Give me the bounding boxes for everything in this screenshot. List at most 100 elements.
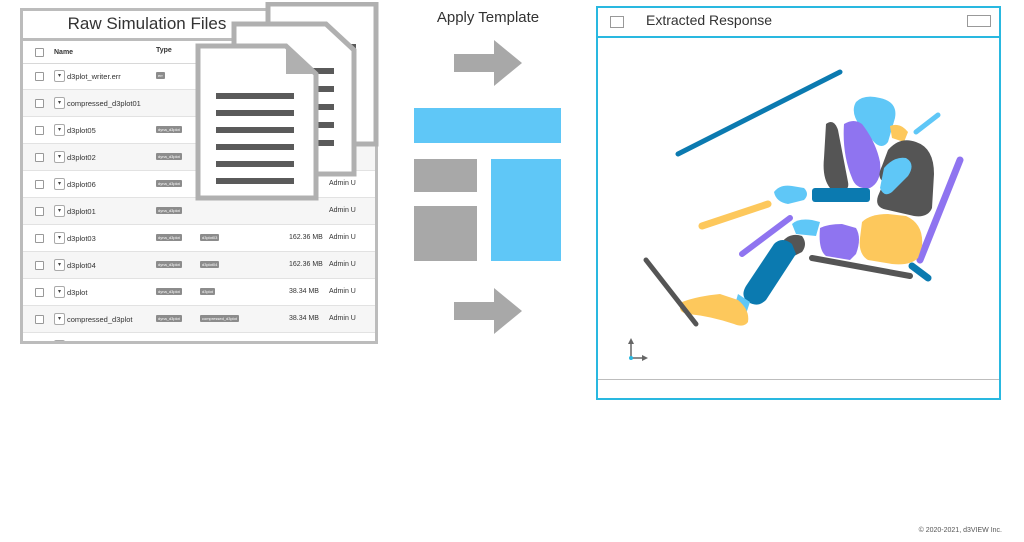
extracted-response-panel: Extracted Response — [596, 6, 1001, 400]
row-checkbox[interactable] — [35, 126, 44, 135]
file-type-badge: dyna_d3plot — [156, 153, 182, 160]
file-name[interactable]: d3plot03 — [67, 234, 96, 243]
row-checkbox[interactable] — [35, 261, 44, 270]
chevron-down-icon[interactable]: ▾ — [54, 340, 65, 341]
response-title: Extracted Response — [646, 12, 773, 28]
template-layout-icon — [414, 108, 561, 261]
file-type-badge: dyna_d3plot — [156, 126, 182, 133]
dummy-forearm — [812, 188, 870, 202]
seat-back — [916, 156, 964, 264]
window-checkbox-icon[interactable] — [610, 16, 624, 28]
file-owner: Admin U — [329, 261, 356, 268]
row-checkbox[interactable] — [35, 288, 44, 297]
file-owner: Admin U — [329, 207, 356, 214]
chevron-down-icon[interactable]: ▾ — [54, 178, 65, 190]
file-type-badge: compressed_d3plot — [200, 315, 239, 322]
chevron-down-icon[interactable]: ▾ — [54, 232, 65, 244]
dummy-knee — [792, 219, 820, 236]
seat-hinge — [908, 262, 932, 282]
file-name[interactable]: d3plot_writer.err — [67, 72, 121, 81]
file-type-badge: dyna_d3plot — [156, 315, 182, 322]
chevron-down-icon[interactable]: ▾ — [54, 124, 65, 136]
file-type-badge: dyna_d3plot — [156, 180, 182, 187]
chevron-down-icon[interactable]: ▾ — [54, 259, 65, 271]
dummy-foot — [680, 294, 749, 326]
file-size: 162.36 MB — [289, 234, 323, 241]
belt-segment — [913, 112, 941, 135]
chevron-down-icon[interactable]: ▾ — [54, 286, 65, 298]
response-footer — [598, 379, 999, 398]
window-maximize-icon[interactable] — [967, 15, 991, 27]
file-name[interactable]: d3plot05 — [67, 126, 96, 135]
column-header-name: Name — [54, 49, 74, 56]
dummy-thigh-bar — [698, 200, 772, 230]
chevron-down-icon[interactable]: ▾ — [54, 151, 65, 163]
table-row[interactable]: ▾d3plot01 dyna_d3plot Admin U — [23, 198, 375, 225]
chevron-down-icon[interactable]: ▾ — [54, 70, 65, 82]
table-row[interactable]: ▾d3plot07dyna_d3plotd3plot07162.36 MBAdm… — [23, 333, 375, 344]
file-size: 38.34 MB — [289, 288, 319, 295]
file-type-badge: d3plot — [200, 288, 215, 295]
row-checkbox[interactable] — [35, 72, 44, 81]
document-stack — [195, 2, 379, 201]
arrow-right-icon — [454, 40, 522, 86]
file-owner: Admin U — [329, 315, 356, 322]
file-owner: Admin U — [329, 234, 356, 241]
file-name[interactable]: d3plot02 — [67, 153, 96, 162]
file-type-badge: dyna_d3plot — [156, 342, 182, 344]
file-type-badge: dyna_d3plot — [156, 261, 182, 268]
file-type-badge: d3plot04 — [200, 261, 220, 268]
response-header: Extracted Response — [598, 8, 999, 38]
steering-bar — [675, 69, 843, 157]
file-size: 38.34 MB — [289, 315, 319, 322]
file-type-badge: err — [156, 72, 165, 79]
file-name[interactable]: d3plot — [67, 288, 88, 297]
file-type-badge: dyna_d3plot — [156, 207, 182, 214]
file-type-badge: dyna_d3plot — [156, 234, 182, 241]
select-all-checkbox[interactable] — [35, 48, 44, 57]
file-owner: Admin U — [329, 342, 356, 344]
seat-pan — [809, 255, 913, 279]
row-checkbox[interactable] — [35, 99, 44, 108]
column-header-type: Type — [156, 47, 172, 54]
file-name[interactable]: d3plot07 — [67, 342, 96, 344]
file-name[interactable]: d3plot04 — [67, 261, 96, 270]
dummy-hand — [774, 185, 807, 204]
file-owner: Admin U — [329, 288, 356, 295]
chevron-down-icon[interactable]: ▾ — [54, 97, 65, 109]
chevron-down-icon[interactable]: ▾ — [54, 205, 65, 217]
file-size: 162.36 MB — [289, 342, 323, 344]
chevron-down-icon[interactable]: ▾ — [54, 313, 65, 325]
file-name[interactable]: d3plot06 — [67, 180, 96, 189]
row-checkbox[interactable] — [35, 342, 44, 344]
row-checkbox[interactable] — [35, 180, 44, 189]
dummy-lower-leg — [743, 240, 796, 305]
file-type-badge: d3plot03 — [200, 234, 220, 241]
file-size: 162.36 MB — [289, 261, 323, 268]
row-checkbox[interactable] — [35, 234, 44, 243]
copyright-notice: © 2020-2021, d3VIEW Inc. — [918, 527, 1002, 534]
axis-triad-icon — [628, 338, 648, 361]
dummy-shin-bar — [739, 215, 793, 257]
dummy-chest — [843, 121, 881, 189]
dummy-seat-cushion — [859, 214, 923, 265]
dummy-head — [853, 96, 896, 146]
file-name[interactable]: compressed_d3plot — [67, 315, 133, 324]
arrow-right-icon — [454, 288, 522, 334]
crash-dummy-model — [628, 69, 964, 361]
floor-pan — [643, 257, 699, 327]
row-checkbox[interactable] — [35, 207, 44, 216]
file-type-badge: d3plot07 — [200, 342, 219, 344]
row-checkbox[interactable] — [35, 315, 44, 324]
file-name[interactable]: compressed_d3plot01 — [67, 99, 141, 108]
file-name[interactable]: d3plot01 — [67, 207, 96, 216]
dummy-upper-arm — [880, 157, 912, 195]
file-owner: Admin U — [329, 180, 356, 187]
dummy-neck — [890, 124, 908, 142]
row-checkbox[interactable] — [35, 153, 44, 162]
